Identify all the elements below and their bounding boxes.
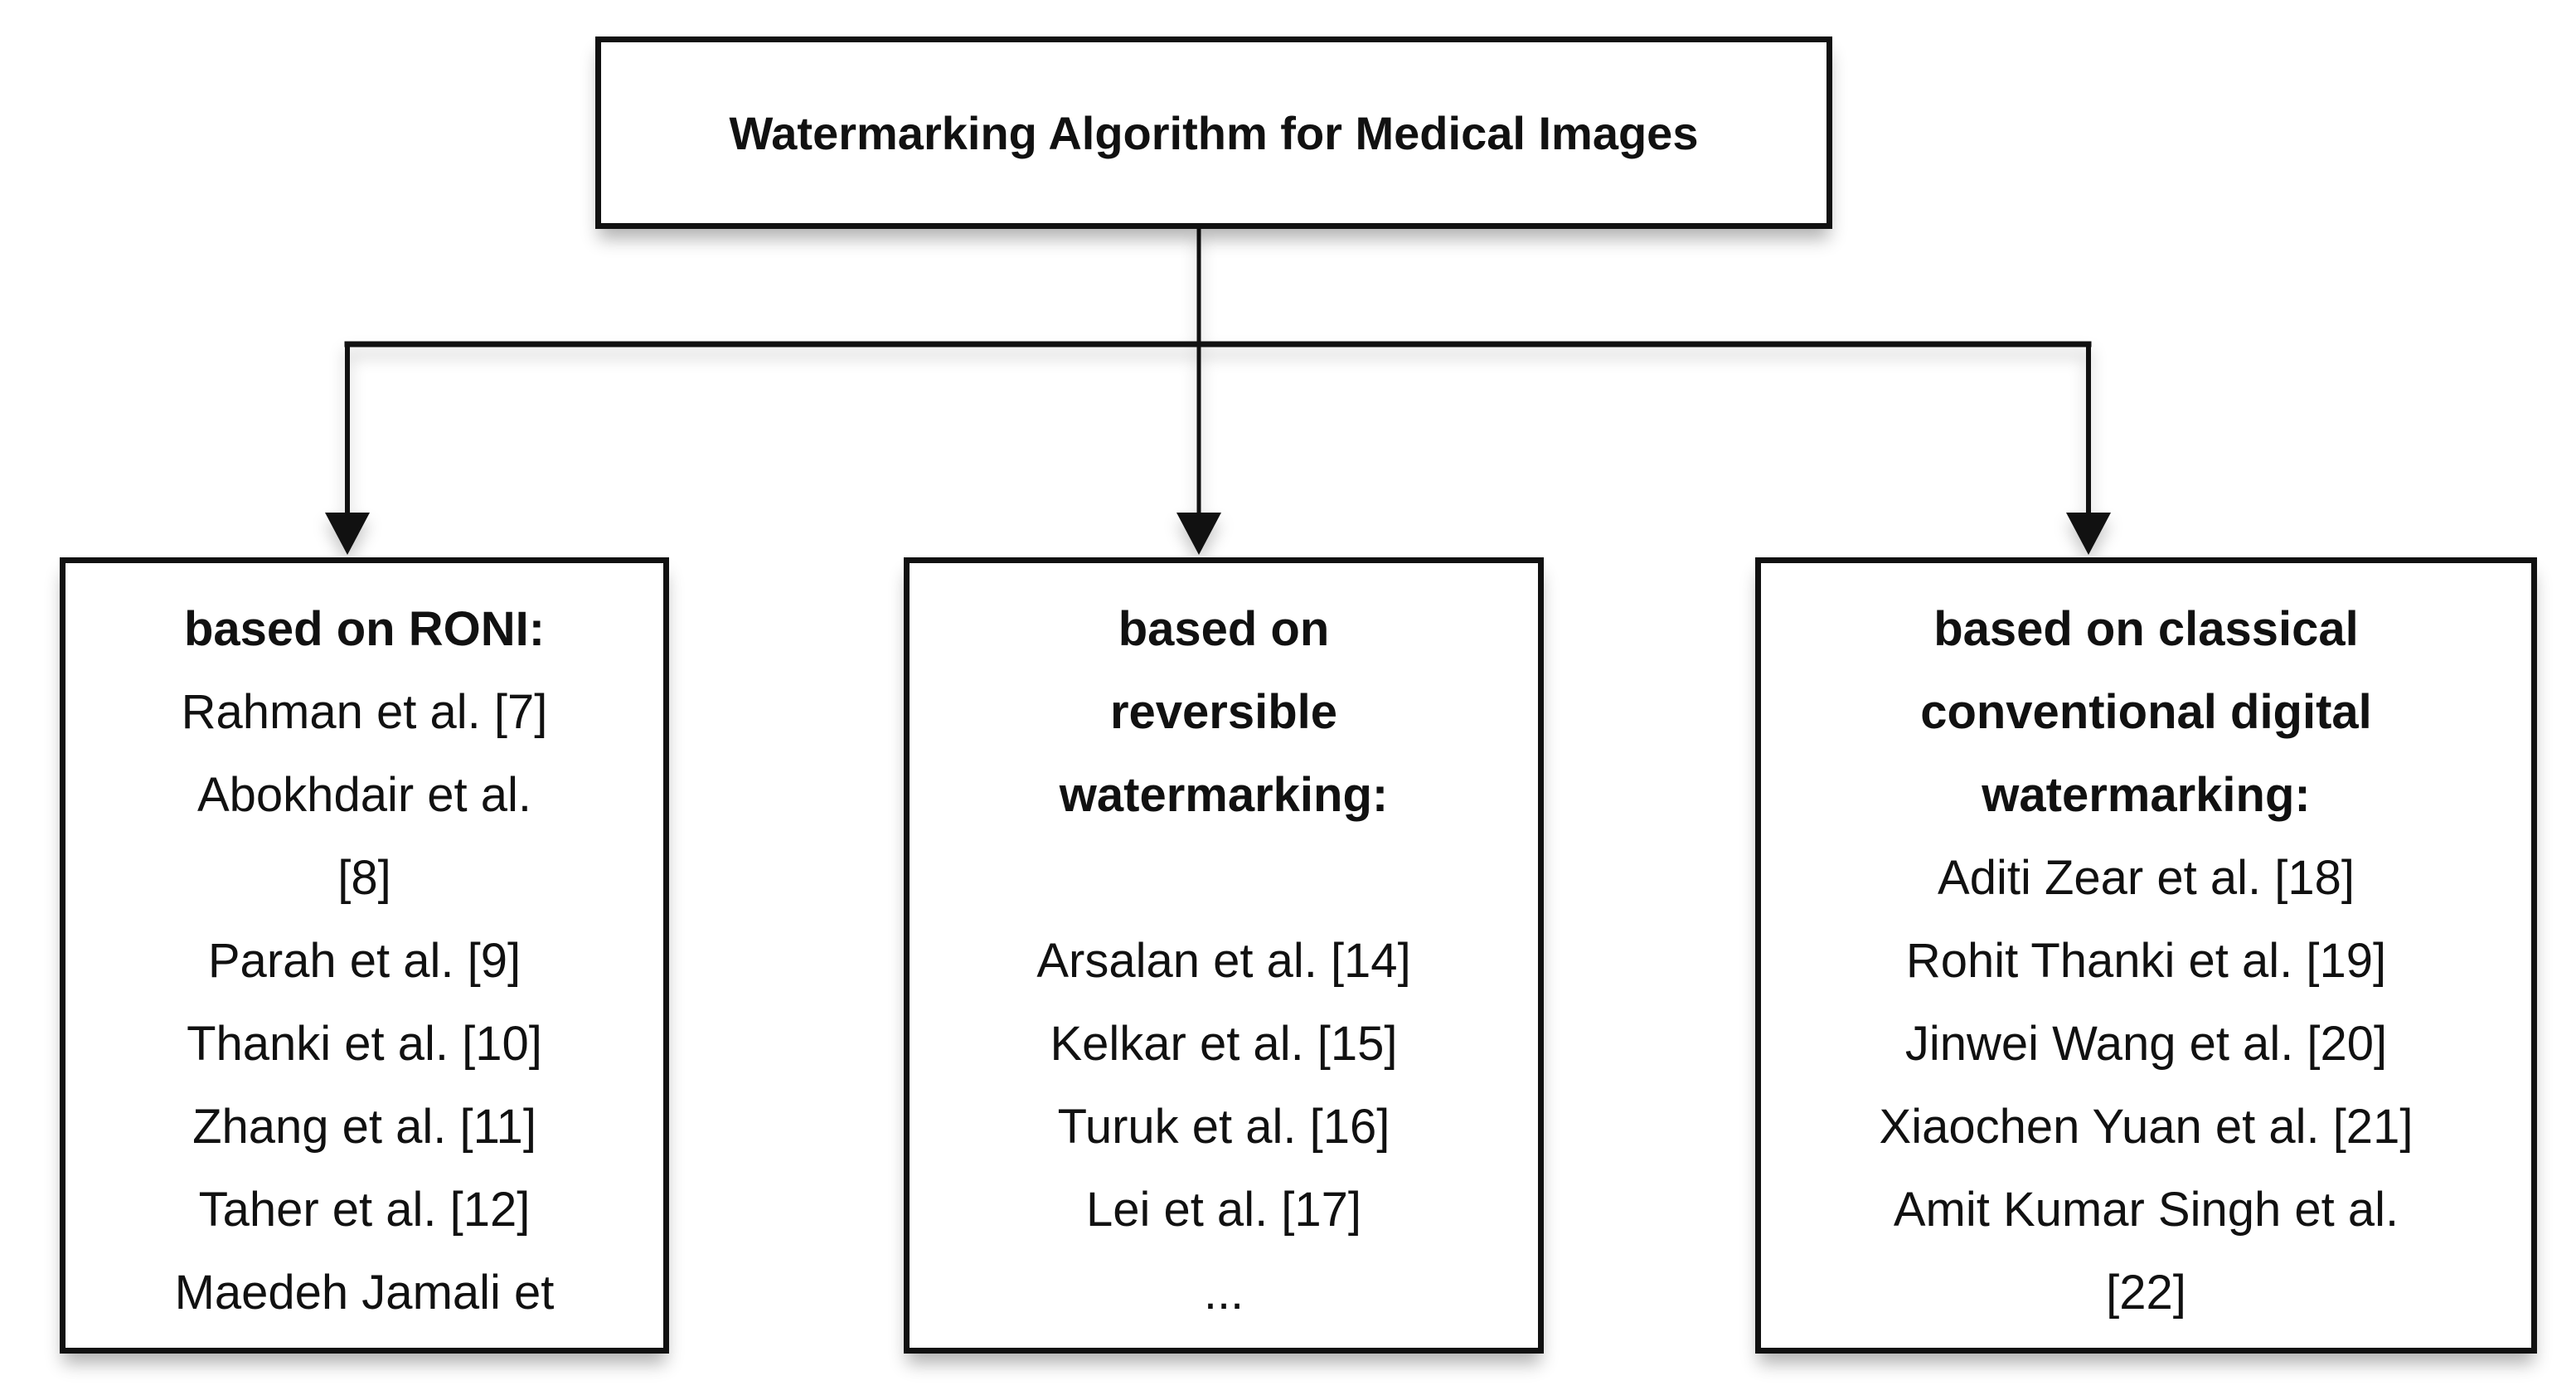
box-line: Aditi Zear et al. [18] <box>1938 851 2355 905</box>
box-line: Xiaochen Yuan et al. [21] <box>1879 1100 2413 1154</box>
box-line: Kelkar et al. [15] <box>1050 1017 1398 1071</box>
box-line: [8] <box>337 851 391 905</box>
box-line <box>910 837 1538 920</box>
box-line: conventional digital <box>1920 685 2372 739</box>
box-line: Rohit Thanki et al. [19] <box>1905 934 2387 988</box>
box-line: ... <box>1203 1266 1244 1320</box>
box-line: based on classical <box>1933 602 2359 656</box>
box-line: based on RONI: <box>183 602 546 656</box>
box-line: based on <box>1118 602 1330 656</box>
branch-box-classical-conventional: based on classical conventional digital wa… <box>1755 557 2537 1354</box>
box-line: watermarking: <box>1059 768 1389 822</box>
box-line: Zhang et al. [11] <box>192 1100 536 1154</box>
box-line: Lei et al. [17] <box>1085 1183 1362 1237</box>
box-line: Rahman et al. [7] <box>181 685 548 739</box>
branch-box-roni: based on RONI: Rahman et al. [7] Abokhdair… <box>60 557 669 1354</box>
box-line: Amit Kumar Singh et al. <box>1893 1183 2399 1237</box>
box-line: Taher et al. [12] <box>198 1183 531 1237</box>
box-line: Abokhdair et al. <box>196 768 532 822</box>
box-line: reversible <box>1109 685 1338 739</box>
arrowhead-right-icon <box>2066 513 2111 555</box>
root-box-title: Watermarking Algorithm for Medical Image… <box>729 106 1699 159</box>
box-line: [22] <box>2106 1266 2186 1320</box>
arrowhead-left-icon <box>325 513 370 555</box>
branch-box-reversible-watermarking: based on reversible watermarking: Arsalan … <box>904 557 1544 1354</box>
box-line: watermarking: <box>1982 768 2311 822</box>
box-line: Thanki et al. [10] <box>187 1017 542 1071</box>
box-line: Parah et al. [9] <box>207 934 522 988</box>
box-line: Arsalan et al. [14] <box>1036 934 1411 988</box>
root-box-watermarking-algorithm: Watermarking Algorithm for Medical Image… <box>595 36 1832 229</box>
box-line: Maedeh Jamali et <box>174 1266 555 1320</box>
arrowhead-middle-icon <box>1176 513 1221 555</box>
box-line: Turuk et al. [16] <box>1057 1100 1390 1154</box>
box-line: Jinwei Wang et al. [20] <box>1904 1017 2388 1071</box>
